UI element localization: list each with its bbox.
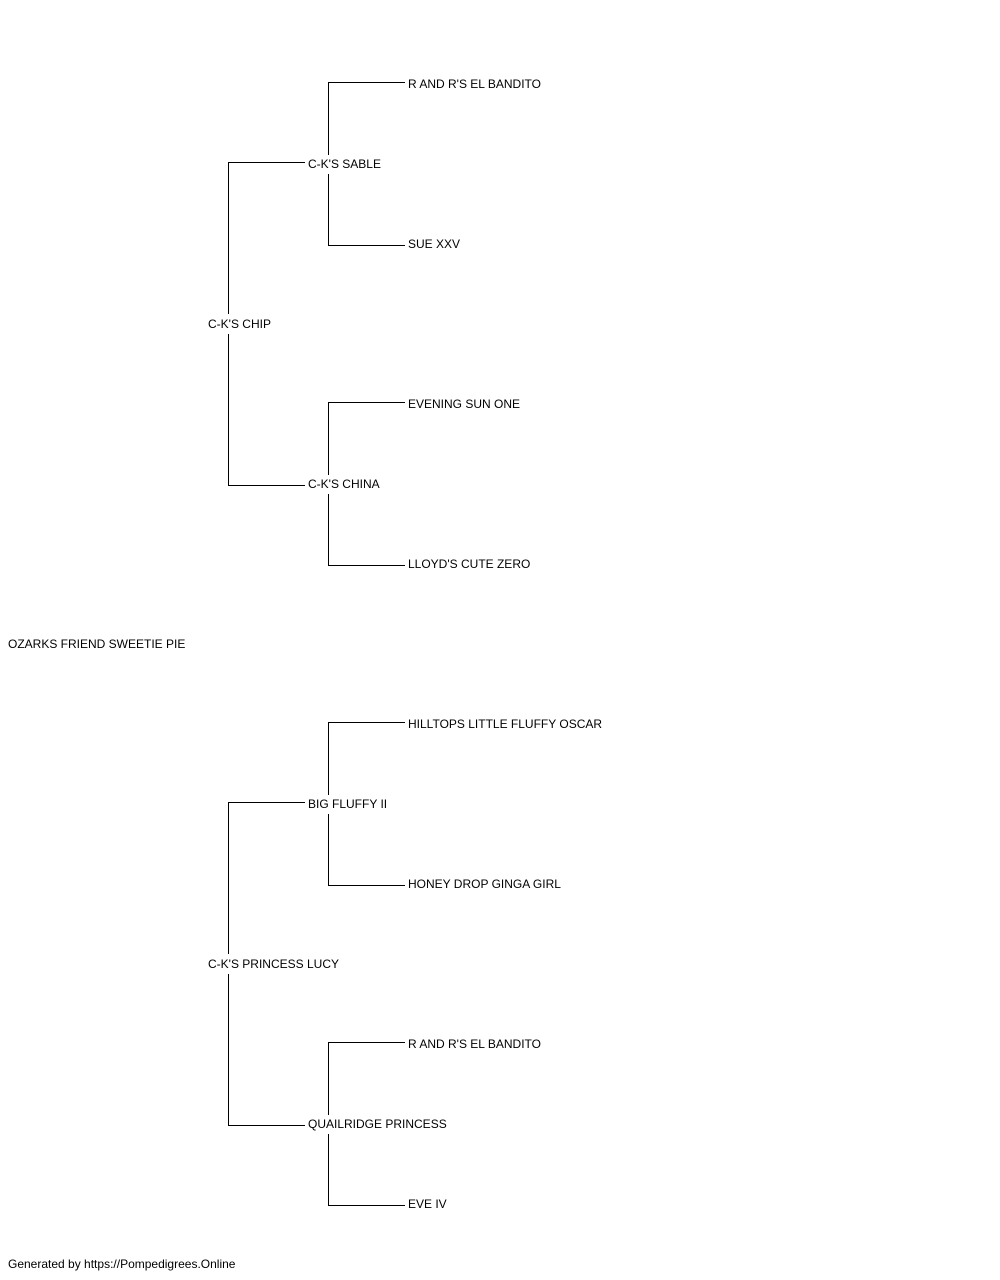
great-grandparent-name: HONEY DROP GINGA GIRL	[408, 877, 561, 891]
maternal-grandsire-name: BIG FLUFFY II	[308, 797, 387, 811]
pedigree-labels: OZARKS FRIEND SWEETIE PIE C-K'S CHIP C-K…	[8, 77, 602, 1271]
dam-name: C-K'S PRINCESS LUCY	[208, 957, 339, 971]
sire-name: C-K'S CHIP	[208, 317, 271, 331]
generated-by-footer: Generated by https://Pompedigrees.Online	[8, 1257, 236, 1271]
great-grandparent-name: EVE IV	[408, 1197, 447, 1211]
subject-name: OZARKS FRIEND SWEETIE PIE	[8, 637, 185, 651]
great-grandparent-name: R AND R'S EL BANDITO	[408, 1037, 541, 1051]
paternal-grandsire-name: C-K'S SABLE	[308, 157, 381, 171]
great-grandparent-name: R AND R'S EL BANDITO	[408, 77, 541, 91]
connector-lines	[228, 82, 405, 1206]
great-grandparent-name: EVENING SUN ONE	[408, 397, 520, 411]
paternal-granddam-name: C-K'S CHINA	[308, 477, 380, 491]
great-grandparent-name: SUE XXV	[408, 237, 460, 251]
maternal-granddam-name: QUAILRIDGE PRINCESS	[308, 1117, 447, 1131]
great-grandparent-name: LLOYD'S CUTE ZERO	[408, 557, 530, 571]
great-grandparent-name: HILLTOPS LITTLE FLUFFY OSCAR	[408, 717, 602, 731]
